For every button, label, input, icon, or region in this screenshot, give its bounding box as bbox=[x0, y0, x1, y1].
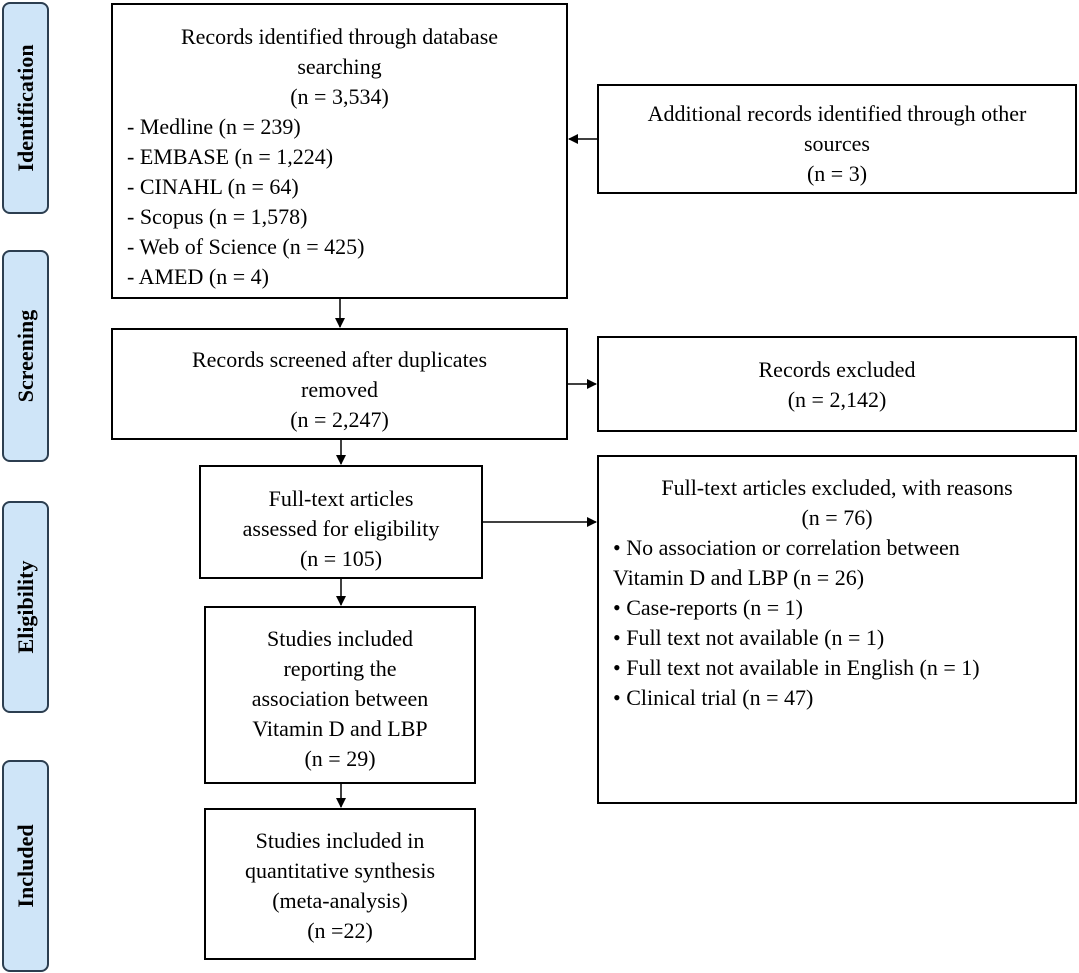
reason-case-reports: • Case-reports (n = 1) bbox=[613, 595, 803, 620]
additional-records-title-2: sources bbox=[804, 131, 870, 156]
stage-included-tab: Included bbox=[2, 760, 49, 972]
source-cinahl: - CINAHL (n = 64) bbox=[127, 174, 299, 199]
studies-reporting-line-1: Studies included bbox=[266, 626, 414, 651]
source-amed: - AMED (n = 4) bbox=[127, 264, 269, 289]
source-scopus: - Scopus (n = 1,578) bbox=[127, 204, 308, 229]
source-embase: - EMBASE (n = 1,224) bbox=[127, 144, 334, 169]
stage-screening-tab: Screening bbox=[2, 250, 49, 462]
records-identified-box: Records identified through database sear… bbox=[111, 3, 568, 299]
fulltext-assessed-count: (n = 105) bbox=[299, 546, 383, 571]
studies-reporting-line-2: reporting the bbox=[283, 656, 397, 681]
stage-eligibility-tab: Eligibility bbox=[2, 501, 49, 713]
studies-quantitative-box: Studies included in quantitative synthes… bbox=[204, 808, 476, 960]
records-screened-title-1: Records screened after duplicates bbox=[191, 347, 488, 372]
source-medline: - Medline (n = 239) bbox=[127, 114, 301, 139]
records-identified-title-1: Records identified through database bbox=[180, 24, 499, 49]
studies-quant-count: (n =22) bbox=[307, 918, 373, 943]
records-identified-title-2: searching bbox=[297, 54, 382, 79]
fulltext-excluded-box: Full-text articles excluded, with reason… bbox=[597, 455, 1077, 804]
stage-identification-tab: Identification bbox=[2, 2, 49, 214]
studies-reporting-line-4: Vitamin D and LBP bbox=[252, 716, 428, 741]
additional-records-box: Additional records identified through ot… bbox=[597, 84, 1077, 194]
source-web-of-science: - Web of Science (n = 425) bbox=[127, 234, 365, 259]
studies-reporting-line-3: association between bbox=[251, 686, 429, 711]
fulltext-excluded-count: (n = 76) bbox=[801, 505, 873, 530]
records-screened-box: Records screened after duplicates remove… bbox=[111, 328, 568, 440]
fulltext-excluded-title: Full-text articles excluded, with reason… bbox=[661, 475, 1013, 500]
records-screened-count: (n = 2,247) bbox=[290, 407, 389, 432]
studies-reporting-count: (n = 29) bbox=[304, 746, 376, 771]
studies-included-reporting-box: Studies included reporting the associati… bbox=[204, 606, 476, 784]
reason-not-in-english: • Full text not available in English (n … bbox=[613, 655, 980, 680]
reason-full-text-unavailable: • Full text not available (n = 1) bbox=[613, 625, 885, 650]
fulltext-assessed-box: Full-text articles assessed for eligibil… bbox=[199, 465, 483, 579]
records-excluded-title: Records excluded bbox=[758, 357, 916, 382]
fulltext-assessed-title-2: assessed for eligibility bbox=[242, 516, 440, 541]
reason-no-association-cont: Vitamin D and LBP (n = 26) bbox=[613, 565, 865, 590]
studies-quant-line-3: (meta-analysis) bbox=[272, 888, 408, 913]
reason-no-association: • No association or correlation between bbox=[613, 535, 960, 560]
records-excluded-count: (n = 2,142) bbox=[787, 387, 887, 412]
additional-records-count: (n = 3) bbox=[806, 161, 868, 186]
records-excluded-box: Records excluded (n = 2,142) bbox=[597, 336, 1077, 432]
studies-quant-line-2: quantitative synthesis bbox=[244, 858, 436, 883]
reason-clinical-trial: • Clinical trial (n = 47) bbox=[613, 685, 814, 710]
records-identified-count: (n = 3,534) bbox=[290, 84, 389, 109]
records-screened-title-2: removed bbox=[301, 377, 378, 402]
fulltext-assessed-title-1: Full-text articles bbox=[268, 486, 414, 511]
additional-records-title-1: Additional records identified through ot… bbox=[647, 101, 1027, 126]
studies-quant-line-1: Studies included in bbox=[255, 828, 425, 853]
